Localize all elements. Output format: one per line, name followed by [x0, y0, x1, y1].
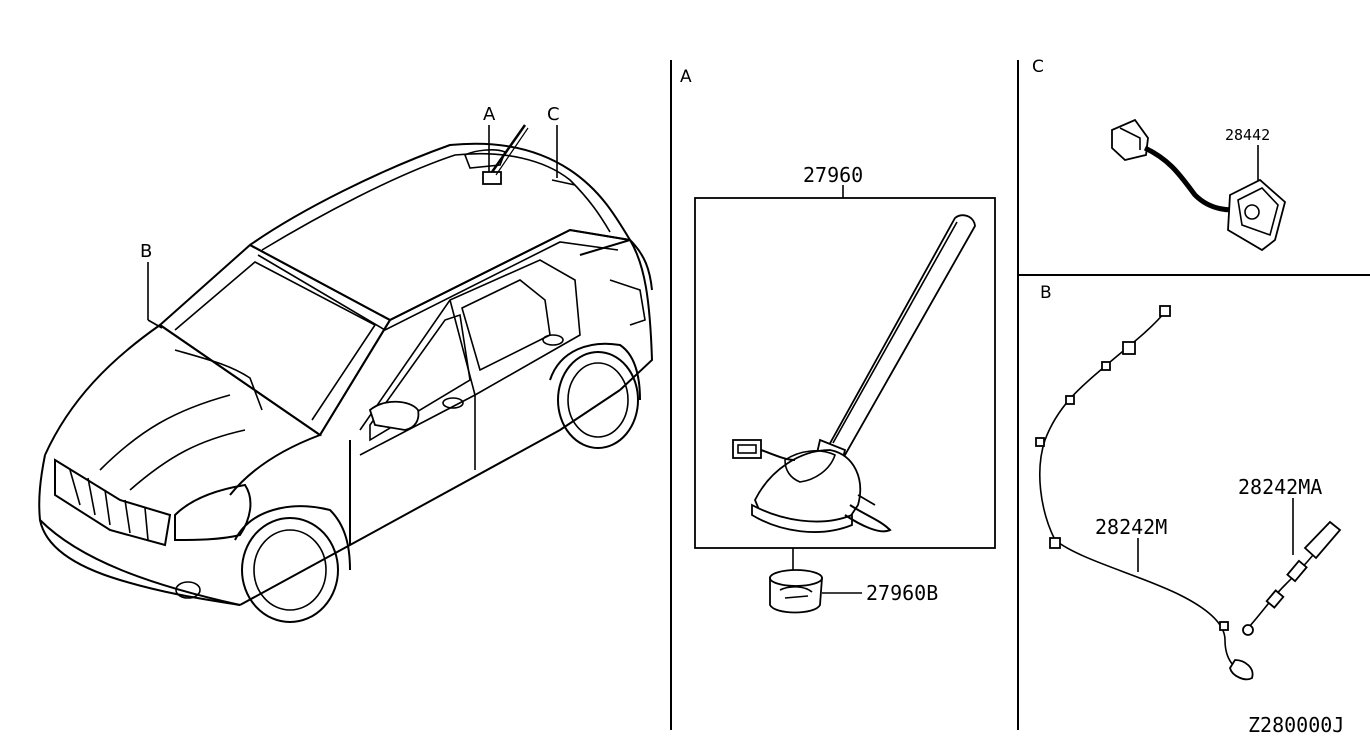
antenna-base-illustration [769, 569, 823, 614]
diagram-code: Z280000J [1248, 713, 1344, 736]
section-b-label: B [1040, 283, 1052, 303]
section-a-label: A [680, 67, 692, 87]
part-number-gps-antenna: 28442 [1225, 126, 1270, 144]
antenna-assembly-box [694, 197, 996, 549]
gps-antenna-illustration [1111, 118, 1287, 252]
section-c-label: C [1032, 57, 1044, 77]
feeder-cable-illustration [1035, 305, 1342, 681]
callout-b-label: B [140, 241, 152, 262]
part-number-antenna-assembly: 27960 [803, 163, 863, 187]
part-number-antenna-base: 27960B [866, 581, 938, 605]
vehicle-illustration [38, 124, 654, 623]
callout-c-label: C [547, 104, 560, 125]
callout-a-label: A [483, 104, 496, 125]
part-number-feeder-sub: 28242MA [1238, 475, 1322, 499]
antenna-rod-illustration [732, 214, 976, 533]
part-number-feeder-main: 28242M [1095, 515, 1167, 539]
